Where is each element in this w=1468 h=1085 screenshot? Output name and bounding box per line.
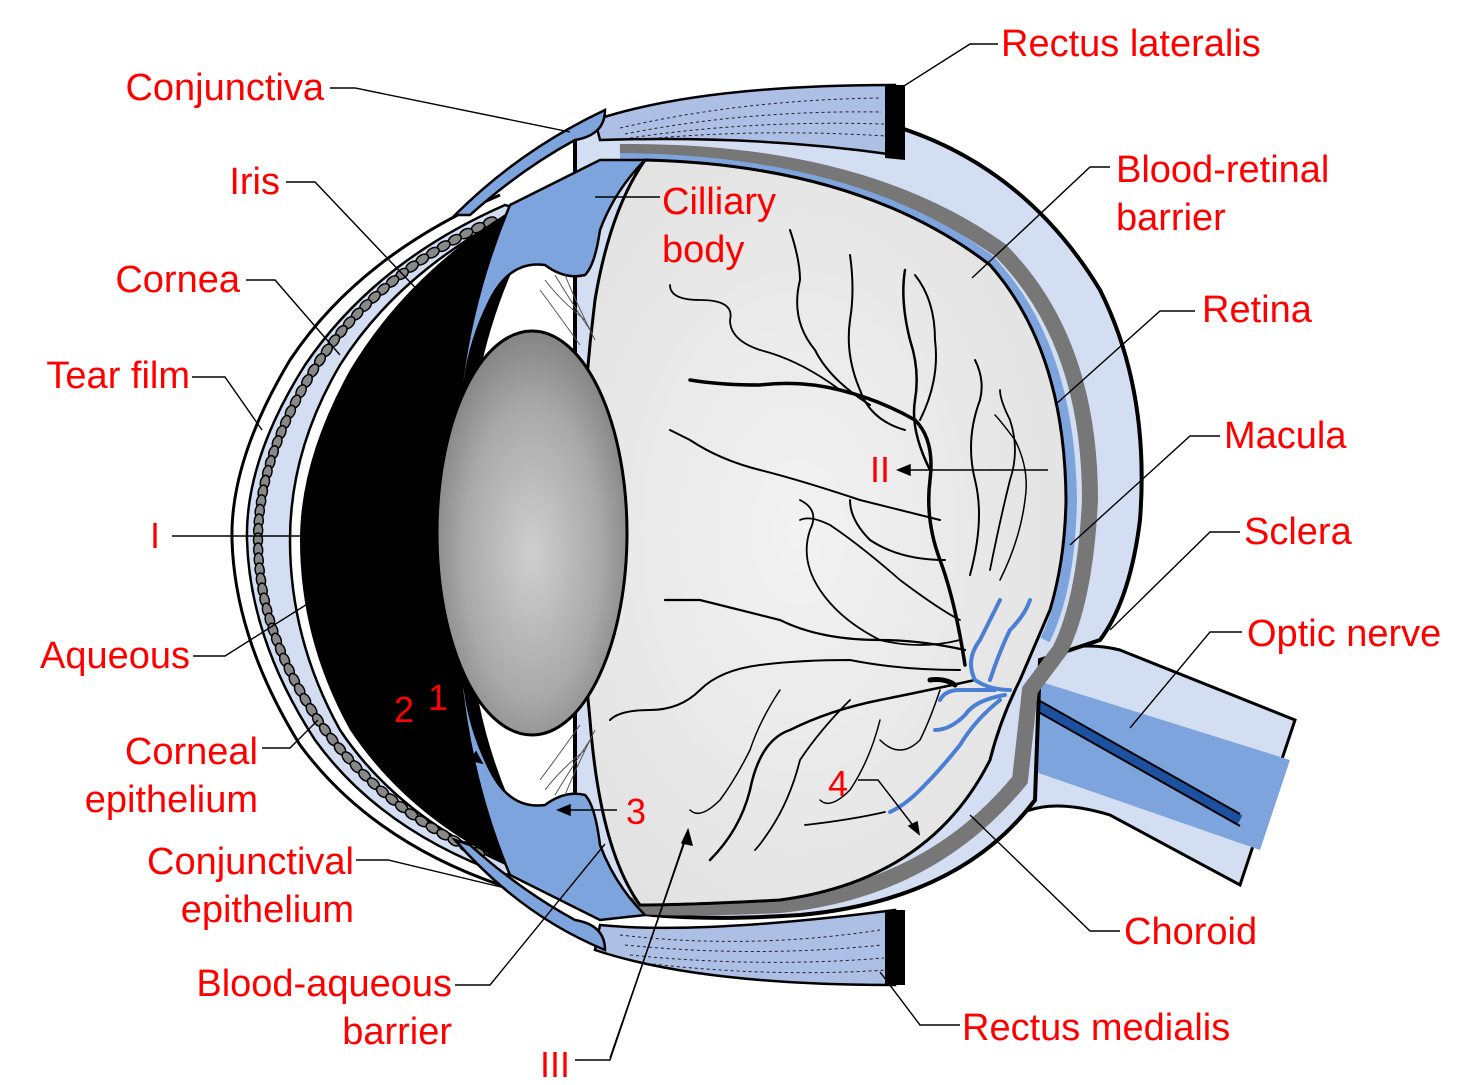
label-tear-film: Tear film	[28, 352, 190, 400]
marker-III: III	[540, 1045, 570, 1085]
marker-2: 2	[394, 690, 414, 730]
label-aqueous: Aqueous	[18, 632, 190, 680]
label-macula: Macula	[1224, 412, 1347, 460]
label-blood-aqueous-barrier: Blood-aqueous barrier	[160, 960, 452, 1056]
label-rectus-lateralis: Rectus lateralis	[1001, 20, 1261, 68]
lens	[437, 331, 627, 735]
label-blood-retinal-barrier: Blood-retinal barrier	[1116, 146, 1329, 242]
marker-I: I	[150, 516, 160, 556]
marker-3: 3	[626, 792, 646, 832]
label-iris: Iris	[210, 158, 280, 206]
optic-nerve	[1010, 646, 1295, 885]
label-cornea: Cornea	[98, 256, 240, 304]
marker-1: 1	[428, 678, 448, 718]
label-optic-nerve: Optic nerve	[1247, 610, 1441, 658]
label-cilliary-body-line1: Cilliary body	[662, 178, 776, 274]
label-conjunctiva: Conjunctiva	[98, 64, 324, 112]
label-conjunctival-epithelium: Conjunctival epithelium	[112, 838, 354, 934]
label-sclera: Sclera	[1244, 508, 1352, 556]
label-retina: Retina	[1202, 286, 1312, 334]
marker-II: II	[870, 450, 890, 490]
label-choroid: Choroid	[1124, 908, 1257, 956]
label-corneal-epithelium: Corneal epithelium	[60, 728, 258, 824]
label-rectus-medialis: Rectus medialis	[962, 1004, 1230, 1052]
label-cilliary-body: Cilliary body	[662, 178, 776, 274]
marker-4: 4	[828, 764, 848, 804]
rectus-medialis-muscle	[595, 910, 905, 985]
